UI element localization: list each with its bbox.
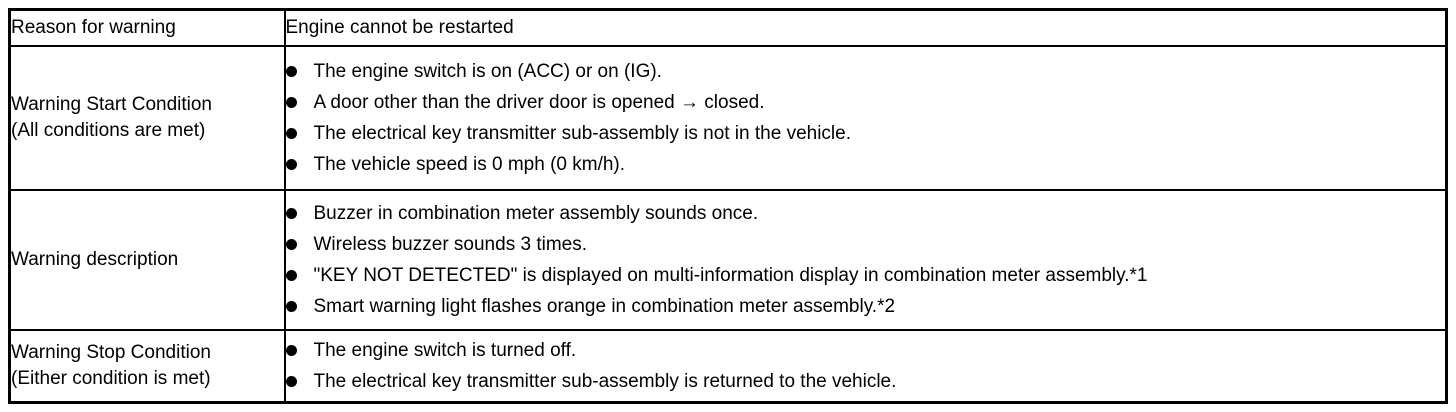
- bullet-text: The engine switch is on (ACC) or on (IG)…: [313, 61, 662, 82]
- row-label-line: Warning description: [11, 249, 179, 270]
- bullet-text: Wireless buzzer sounds 3 times.: [313, 234, 588, 255]
- bullet-dot-icon: [286, 97, 297, 108]
- bullet-text: A door other than the driver door is ope…: [313, 92, 765, 113]
- bullet-item: The engine switch is turned off.: [286, 335, 1445, 366]
- bullet-list: Buzzer in combination meter assembly sou…: [286, 198, 1445, 322]
- bullet-dot-icon: [286, 128, 297, 139]
- header-warning-title: Engine cannot be restarted: [283, 8, 1448, 47]
- header-reason-for-warning: Reason for warning: [8, 8, 286, 47]
- row-label-line: (All conditions are met): [11, 120, 206, 141]
- bullet-dot-icon: [286, 66, 297, 77]
- row-label-line: Warning Stop Condition: [11, 342, 211, 363]
- bullet-dot-icon: [286, 239, 297, 250]
- bullet-text: Buzzer in combination meter assembly sou…: [313, 203, 759, 224]
- bullet-item: Smart warning light flashes orange in co…: [286, 291, 1445, 322]
- bullet-item: Buzzer in combination meter assembly sou…: [286, 198, 1445, 229]
- bullet-text: The electrical key transmitter sub-assem…: [313, 123, 852, 144]
- row-content-cell: The engine switch is on (ACC) or on (IG)…: [283, 45, 1448, 191]
- bullet-dot-icon: [286, 159, 297, 170]
- bullet-list: The engine switch is on (ACC) or on (IG)…: [286, 56, 1445, 180]
- bullet-item: "KEY NOT DETECTED" is displayed on multi…: [286, 260, 1445, 291]
- row-label-cell: Warning description: [8, 189, 286, 331]
- bullet-dot-icon: [286, 270, 297, 281]
- bullet-text: The electrical key transmitter sub-assem…: [313, 371, 897, 392]
- bullet-dot-icon: [286, 301, 297, 312]
- bullet-item: Wireless buzzer sounds 3 times.: [286, 229, 1445, 260]
- bullet-item: The engine switch is on (ACC) or on (IG)…: [286, 56, 1445, 87]
- bullet-text: The vehicle speed is 0 mph (0 km/h).: [313, 154, 626, 175]
- row-label-line: (Either condition is met): [11, 368, 211, 389]
- bullet-item: A door other than the driver door is ope…: [286, 87, 1445, 118]
- bullet-text: The engine switch is turned off.: [313, 340, 577, 361]
- row-label-line: Warning Start Condition: [11, 94, 213, 115]
- bullet-text: Smart warning light flashes orange in co…: [313, 296, 896, 317]
- table-row-warning-start-condition: Warning Start Condition (All conditions …: [8, 45, 1448, 191]
- table-row-warning-description: Warning description Buzzer in combinatio…: [8, 189, 1448, 331]
- bullet-list: The engine switch is turned off. The ele…: [286, 335, 1445, 397]
- bullet-item: The electrical key transmitter sub-assem…: [286, 118, 1445, 149]
- bullet-dot-icon: [286, 345, 297, 356]
- bullet-dot-icon: [286, 376, 297, 387]
- row-label-cell: Warning Stop Condition (Either condition…: [8, 329, 286, 404]
- row-content-cell: Buzzer in combination meter assembly sou…: [283, 189, 1448, 331]
- row-content-cell: The engine switch is turned off. The ele…: [283, 329, 1448, 404]
- bullet-dot-icon: [286, 208, 297, 219]
- table-header-row: Reason for warning Engine cannot be rest…: [8, 8, 1448, 47]
- row-label-cell: Warning Start Condition (All conditions …: [8, 45, 286, 191]
- bullet-item: The vehicle speed is 0 mph (0 km/h).: [286, 149, 1445, 180]
- bullet-text: "KEY NOT DETECTED" is displayed on multi…: [313, 265, 1148, 286]
- warning-condition-table: Reason for warning Engine cannot be rest…: [8, 8, 1448, 404]
- table-row-warning-stop-condition: Warning Stop Condition (Either condition…: [8, 329, 1448, 404]
- bullet-item: The electrical key transmitter sub-assem…: [286, 366, 1445, 397]
